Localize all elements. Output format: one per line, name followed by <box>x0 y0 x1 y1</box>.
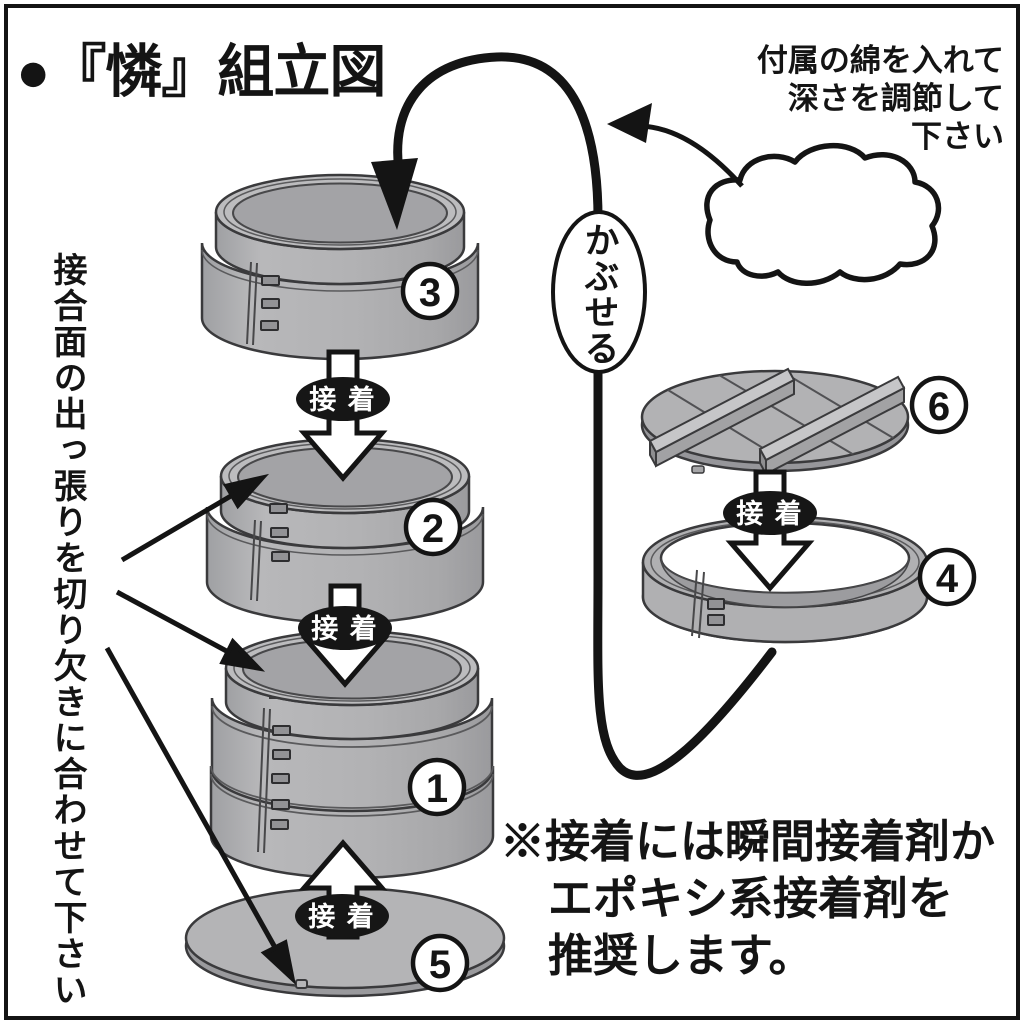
cotton-arrow-head <box>607 103 652 143</box>
joint-arrow-to-part5 <box>104 646 280 953</box>
part-1-seam <box>257 707 271 854</box>
joint-arrow-to-part2 <box>120 490 238 563</box>
part-3-notches <box>260 275 280 331</box>
cotton-instruction-note: 付属の綿を入れて 深さを調節して 下さい <box>757 42 1004 156</box>
cover-curve-arrowhead <box>371 158 418 230</box>
glue-note-line2: エポキシ系接着剤を <box>548 874 954 924</box>
part-6-bar-front <box>648 367 796 468</box>
glue-badge <box>296 377 390 421</box>
part-2-seam <box>250 519 262 602</box>
glue-note-line1: ※接着には瞬間接着剤か <box>500 817 996 867</box>
part-3-cavity <box>232 182 448 244</box>
glue-step-5-1: 接 着 <box>295 839 389 940</box>
glue-step-6-4: 接 着 <box>723 469 817 592</box>
part-3-number: 3 <box>419 271 441 315</box>
part-5-badge <box>410 933 470 993</box>
part-6-number: 6 <box>928 385 950 429</box>
cover-curve <box>393 52 777 780</box>
part-6-badge <box>909 375 969 435</box>
part-5-number: 5 <box>429 943 451 987</box>
part-3-seam <box>246 261 258 346</box>
part-2-band-lip <box>206 513 484 556</box>
cotton-arrow <box>639 123 744 188</box>
joint-arrow-to-part1-head <box>219 637 266 672</box>
part-number-badges <box>400 261 977 993</box>
part-6-bar-back <box>758 375 906 476</box>
part-1-band-lines <box>210 705 494 817</box>
part-1-number: 1 <box>426 767 448 811</box>
glue-label: 接 着 <box>309 384 377 415</box>
joint-arrow-to-part5-head <box>260 939 296 986</box>
glue-badge <box>295 894 389 938</box>
cover-over-label: かぶせる <box>579 222 619 366</box>
part-3-rim-line <box>223 178 457 246</box>
part-2-number: 2 <box>422 507 444 551</box>
part-4-number: 4 <box>936 557 959 601</box>
part-1-notches <box>270 725 291 830</box>
part-1-badge <box>407 757 467 817</box>
glue-badge <box>723 491 817 535</box>
part-4-notches <box>707 598 725 626</box>
glue-label: 接 着 <box>308 901 376 932</box>
part-3-badge <box>400 261 460 321</box>
part-3-band-lip <box>201 249 479 292</box>
page-title: ●『憐』組立図 <box>16 40 386 104</box>
part-number-texts: 3 2 1 5 6 4 <box>419 271 959 987</box>
part-5-protrusion-tab <box>295 979 308 989</box>
glue-note-line3: 推奨します。 <box>548 931 814 981</box>
cotton-note-line3: 下さい <box>911 119 1004 154</box>
part-6-foot <box>691 465 705 474</box>
glue-step-3-2: 接 着 <box>296 349 390 482</box>
cotton-note-line1: 付属の綿を入れて <box>756 43 1004 78</box>
joint-note-arrows <box>104 473 296 986</box>
part-4-seam <box>691 569 705 639</box>
glue-recommendation-note: ※接着には瞬間接着剤か エポキシ系接着剤を 推奨します。 <box>500 814 1024 985</box>
part-6-lid <box>640 367 910 476</box>
cotton-cloud <box>704 143 942 286</box>
glue-label: 接 着 <box>311 613 379 644</box>
glue-label: 接 着 <box>736 498 804 529</box>
glue-step-2-1: 接 着 <box>298 583 392 688</box>
cotton-note-line2: 深さを調節して <box>787 81 1004 116</box>
glue-badge <box>298 606 392 650</box>
joint-arrow-to-part1 <box>115 589 234 657</box>
part-4-badge <box>917 547 977 607</box>
part-2-notches <box>269 503 290 562</box>
cover-label-oval <box>551 210 647 374</box>
joint-arrow-to-part2-head <box>223 473 270 510</box>
part-2-badge <box>403 497 463 557</box>
joint-face-instruction-note: 接合面の出っ張りを切り欠きに合わせて下さい <box>48 252 85 1008</box>
